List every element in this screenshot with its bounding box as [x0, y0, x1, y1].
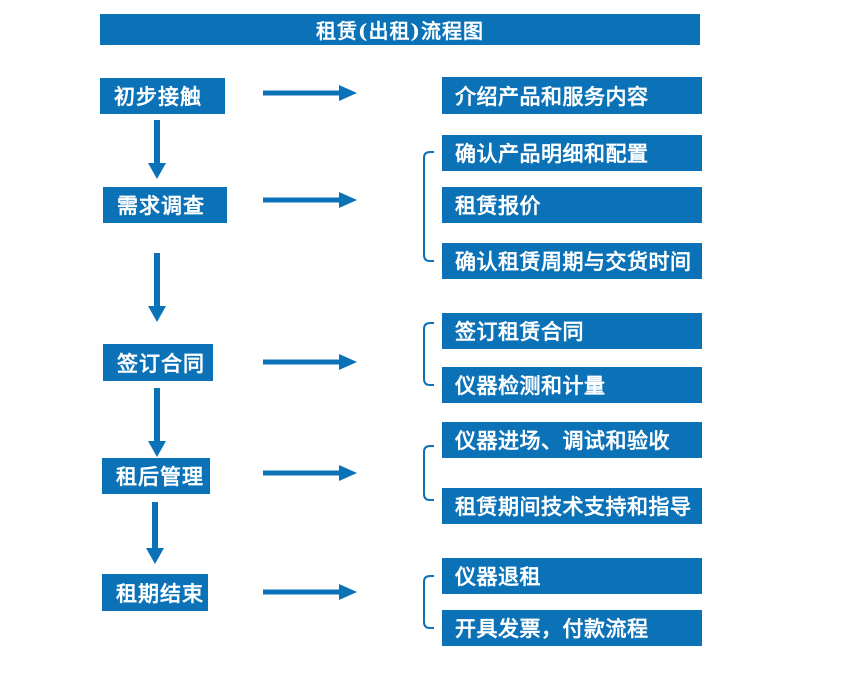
detail-box-instrument-entry-acceptance: 仪器进场、调试和验收	[442, 422, 702, 458]
bracket-group-4	[423, 445, 434, 501]
arrow-right-2	[263, 192, 357, 208]
detail-box-sign-rental-contract: 签订租赁合同	[442, 313, 702, 349]
detail-box-tech-support-guidance: 租赁期间技术支持和指导	[442, 488, 702, 524]
arrow-right-4	[263, 465, 357, 481]
detail-box-introduce-products: 介绍产品和服务内容	[442, 77, 702, 114]
arrow-down-3	[148, 388, 166, 457]
detail-box-instrument-return: 仪器退租	[442, 558, 702, 594]
step-box-post-rental-management: 租后管理	[102, 458, 210, 494]
detail-box-rental-quote: 租赁报价	[442, 187, 702, 223]
step-box-demand-survey: 需求调查	[103, 187, 227, 223]
arrow-right-1	[263, 85, 357, 101]
arrow-down-4	[146, 502, 164, 564]
detail-box-invoice-payment: 开具发票，付款流程	[442, 610, 702, 646]
step-box-initial-contact: 初步接触	[100, 78, 225, 114]
arrow-right-3	[263, 354, 357, 370]
detail-box-confirm-product-details: 确认产品明细和配置	[442, 135, 702, 171]
step-box-sign-contract: 签订合同	[103, 344, 213, 381]
bracket-group-5	[423, 575, 434, 629]
detail-box-instrument-testing: 仪器检测和计量	[442, 367, 702, 403]
arrow-down-2	[148, 253, 166, 322]
step-box-rental-end: 租期结束	[102, 574, 208, 611]
arrow-down-1	[148, 120, 166, 179]
bracket-group-3	[423, 322, 434, 386]
bracket-group-2	[423, 151, 434, 262]
flowchart-title: 租赁(出租)流程图	[100, 14, 700, 45]
arrow-right-5	[263, 584, 357, 600]
detail-box-confirm-rental-period: 确认租赁周期与交货时间	[442, 243, 702, 279]
